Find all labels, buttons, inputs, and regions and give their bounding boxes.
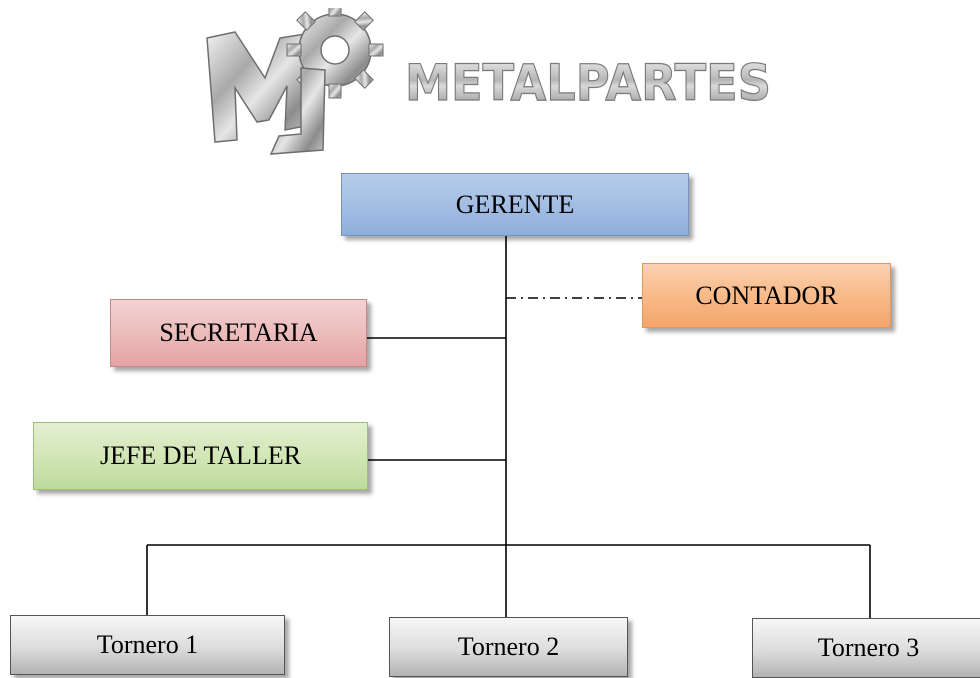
tornero-1-box: Tornero 1 — [10, 615, 285, 675]
gerente-label: GERENTE — [455, 189, 575, 219]
jefe-de-taller-box: JEFE DE TALLER — [33, 422, 368, 490]
svg-text:METALPARTES: METALPARTES — [405, 54, 771, 112]
gerente-box: GERENTE — [341, 173, 689, 236]
secretaria-box: SECRETARIA — [110, 299, 367, 367]
contador-label: CONTADOR — [695, 280, 838, 310]
company-logo: METALPARTES — [205, 8, 775, 158]
contador-box: CONTADOR — [642, 263, 891, 328]
jefe-de-taller-label: JEFE DE TALLER — [99, 441, 302, 470]
tornero-2-box: Tornero 2 — [389, 617, 628, 677]
tornero-3-box: Tornero 3 — [752, 618, 980, 678]
tornero-3-label: Tornero 3 — [817, 633, 920, 662]
secretaria-label: SECRETARIA — [159, 318, 318, 347]
tornero-2-label: Tornero 2 — [457, 632, 560, 661]
tornero-1-label: Tornero 1 — [96, 630, 199, 659]
